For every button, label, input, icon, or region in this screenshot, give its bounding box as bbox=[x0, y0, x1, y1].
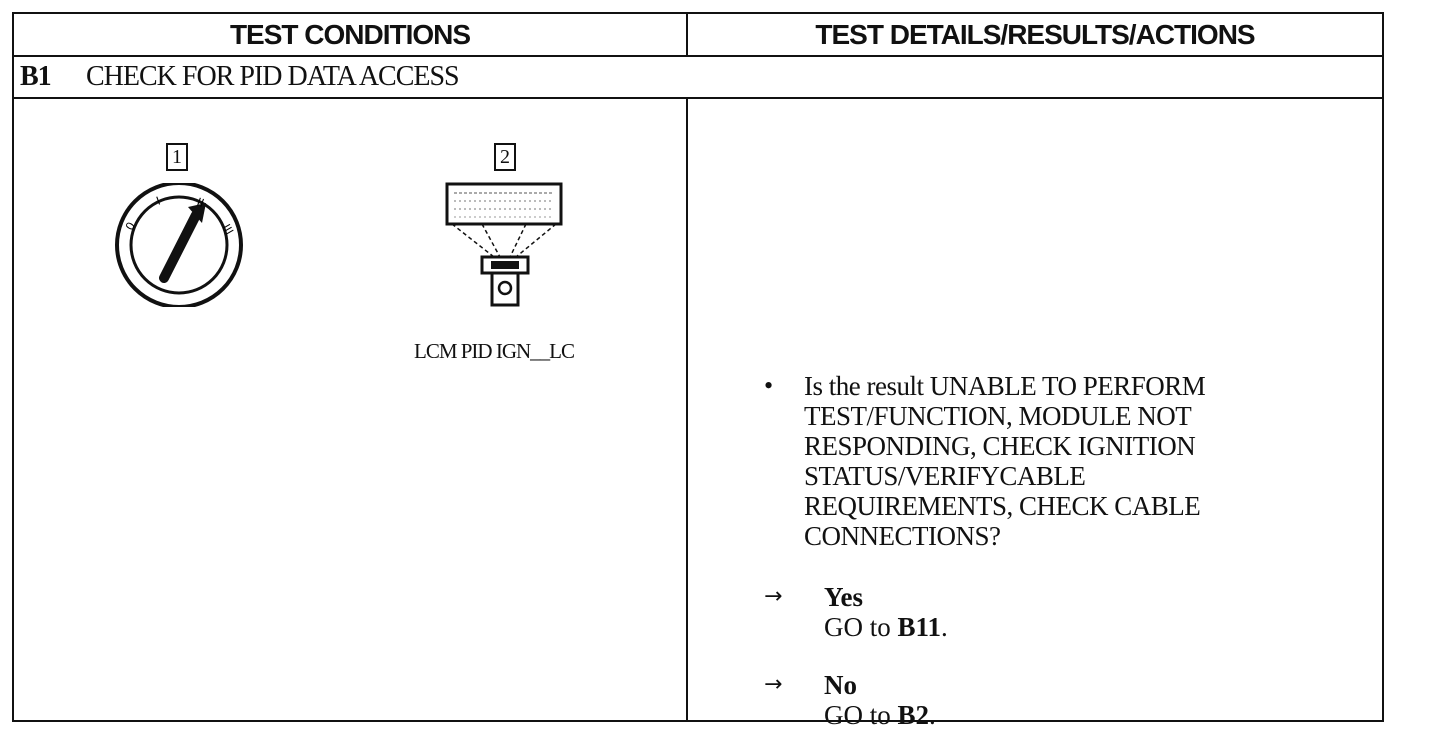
action-suffix: . bbox=[929, 700, 936, 730]
action-target-link[interactable]: B11 bbox=[897, 612, 942, 642]
step-id: B1 bbox=[20, 61, 52, 92]
position-2-label: II bbox=[195, 195, 206, 210]
answer-yes-label: Yes bbox=[824, 582, 863, 612]
answer-yes-action[interactable]: GO to B11. bbox=[824, 612, 948, 642]
test-conditions-cell: 1 0 I II III 2 bbox=[14, 99, 688, 720]
header-test-details: TEST DETAILS/RESULTS/ACTIONS bbox=[688, 14, 1382, 57]
answer-no-label: No bbox=[824, 670, 857, 700]
scan-tool-icon bbox=[444, 181, 568, 313]
action-prefix: GO to bbox=[824, 700, 898, 730]
step-title: CHECK FOR PID DATA ACCESS bbox=[86, 61, 460, 92]
action-suffix: . bbox=[941, 612, 948, 642]
action-target-link[interactable]: B2 bbox=[897, 700, 930, 730]
bullet: • bbox=[764, 371, 774, 400]
figure-number-1: 1 bbox=[166, 143, 188, 171]
step-row: B1 CHECK FOR PID DATA ACCESS bbox=[14, 57, 1382, 99]
action-prefix: GO to bbox=[824, 612, 898, 642]
test-details-cell: • Is the result UNABLE TO PERFORM TEST/F… bbox=[688, 99, 1382, 730]
header-test-conditions: TEST CONDITIONS bbox=[14, 14, 688, 57]
figure-number-2: 2 bbox=[494, 143, 516, 171]
test-step-table: TEST CONDITIONS TEST DETAILS/RESULTS/ACT… bbox=[12, 12, 1384, 730]
position-1-label: I bbox=[154, 194, 162, 208]
ignition-switch-icon: 0 I II III bbox=[110, 181, 248, 309]
figure-2-caption: LCM PID IGN__LC bbox=[414, 339, 575, 363]
arrow-right-icon: → bbox=[764, 584, 783, 609]
question-text: Is the result UNABLE TO PERFORM TEST/FUN… bbox=[804, 371, 1206, 551]
answer-no-action[interactable]: GO to B2. bbox=[824, 700, 936, 730]
arrow-right-icon: → bbox=[764, 672, 783, 697]
